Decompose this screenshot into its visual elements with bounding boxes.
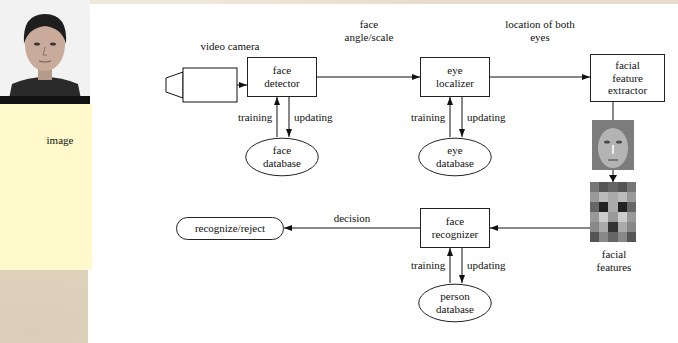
photo-bar — [0, 96, 90, 104]
edge-label: decision — [322, 212, 382, 225]
feature-pixel — [590, 222, 599, 232]
feature-pixel — [608, 212, 618, 222]
feature-pixel — [618, 232, 627, 242]
edge-label: face angle/scale — [336, 18, 402, 43]
arrowhead — [609, 175, 617, 182]
node-text: face detector — [256, 64, 308, 89]
ellipse-shape — [246, 138, 319, 176]
photo-hair — [24, 14, 66, 44]
feature-pixel — [627, 202, 636, 212]
camera-lens — [166, 72, 183, 98]
database-ellipse: eye database — [418, 137, 492, 177]
process-box: eye localizer — [420, 57, 490, 97]
flow-arrow — [462, 97, 463, 137]
feature-pixel — [590, 232, 599, 242]
edge-label: updating — [467, 259, 506, 272]
node-text: face database — [257, 144, 307, 169]
device-label: video camera — [190, 40, 270, 53]
flow-arrow — [450, 97, 451, 137]
edge-label: location of both eyes — [504, 18, 576, 43]
feature-pixel — [599, 192, 608, 202]
face-crop-skin — [598, 128, 628, 168]
image-caption: image — [38, 134, 82, 147]
camera-arrow — [237, 85, 247, 86]
feature-pixel — [608, 222, 618, 232]
feature-pixel — [590, 192, 599, 202]
photo-eye — [50, 42, 56, 45]
ellipse-shape — [419, 138, 492, 176]
feature-pixel — [599, 182, 608, 192]
edge-label: updating — [467, 111, 506, 124]
flow-arrow — [317, 77, 420, 78]
edge-label: training — [411, 111, 445, 124]
flow-arrow — [277, 97, 278, 137]
feature-pixel — [627, 222, 636, 232]
terminal-box: recognize/reject — [176, 217, 284, 240]
ellipse-shape — [419, 284, 492, 322]
edge-label: training — [238, 111, 272, 124]
feature-pixel — [627, 192, 636, 202]
feature-pixel — [599, 232, 608, 242]
face-crop-nose — [612, 145, 614, 154]
photo-mouth — [39, 61, 51, 62]
process-box: facial feature extractor — [590, 54, 665, 102]
database-ellipse: face database — [245, 137, 319, 177]
feature-pixel — [590, 182, 599, 192]
feature-pixel — [599, 212, 608, 222]
camera-body — [183, 68, 237, 102]
node-text: eye localizer — [429, 64, 481, 89]
flow-arrow — [284, 228, 420, 229]
face-crop-mouth — [608, 159, 618, 161]
node-text: person database — [430, 290, 480, 315]
flow-arrow — [490, 77, 590, 78]
photo-nose — [43, 47, 47, 55]
feature-pixel — [590, 212, 599, 222]
feature-pixel — [627, 232, 636, 242]
feature-pixel — [608, 182, 618, 192]
process-box: face detector — [247, 57, 317, 97]
feature-pixel — [599, 222, 608, 232]
photo-eye — [34, 42, 40, 45]
face-crop — [592, 120, 634, 170]
feature-pixel — [618, 192, 627, 202]
photo-ground — [0, 0, 90, 104]
face-crop-eye — [616, 141, 622, 144]
flow-arrow — [462, 248, 463, 283]
node-text: face recognizer — [429, 215, 481, 240]
feature-label: facial features — [588, 248, 640, 273]
edge-label: updating — [294, 111, 333, 124]
feature-pixel — [608, 232, 618, 242]
yellow-panel — [0, 104, 92, 270]
process-box: face recognizer — [420, 208, 490, 248]
node-text: facial feature extractor — [599, 59, 656, 97]
edge-label: training — [411, 259, 445, 272]
feature-pixel — [599, 202, 608, 212]
flow-arrow — [450, 248, 451, 283]
database-ellipse: person database — [418, 283, 492, 323]
feature-grid — [590, 182, 636, 242]
feature-pixel — [590, 202, 599, 212]
flow-arrow — [289, 97, 290, 137]
node-text: eye database — [430, 144, 480, 169]
feature-pixel — [627, 212, 636, 222]
feature-pixel — [608, 192, 618, 202]
feature-pixel — [608, 202, 618, 212]
feature-pixel — [618, 212, 627, 222]
feature-pixel — [618, 202, 627, 212]
feature-pixel — [618, 222, 627, 232]
face-crop-eye — [604, 141, 610, 144]
feature-pixel — [627, 182, 636, 192]
node-text: recognize/reject — [195, 222, 265, 235]
feature-pixel — [618, 182, 627, 192]
